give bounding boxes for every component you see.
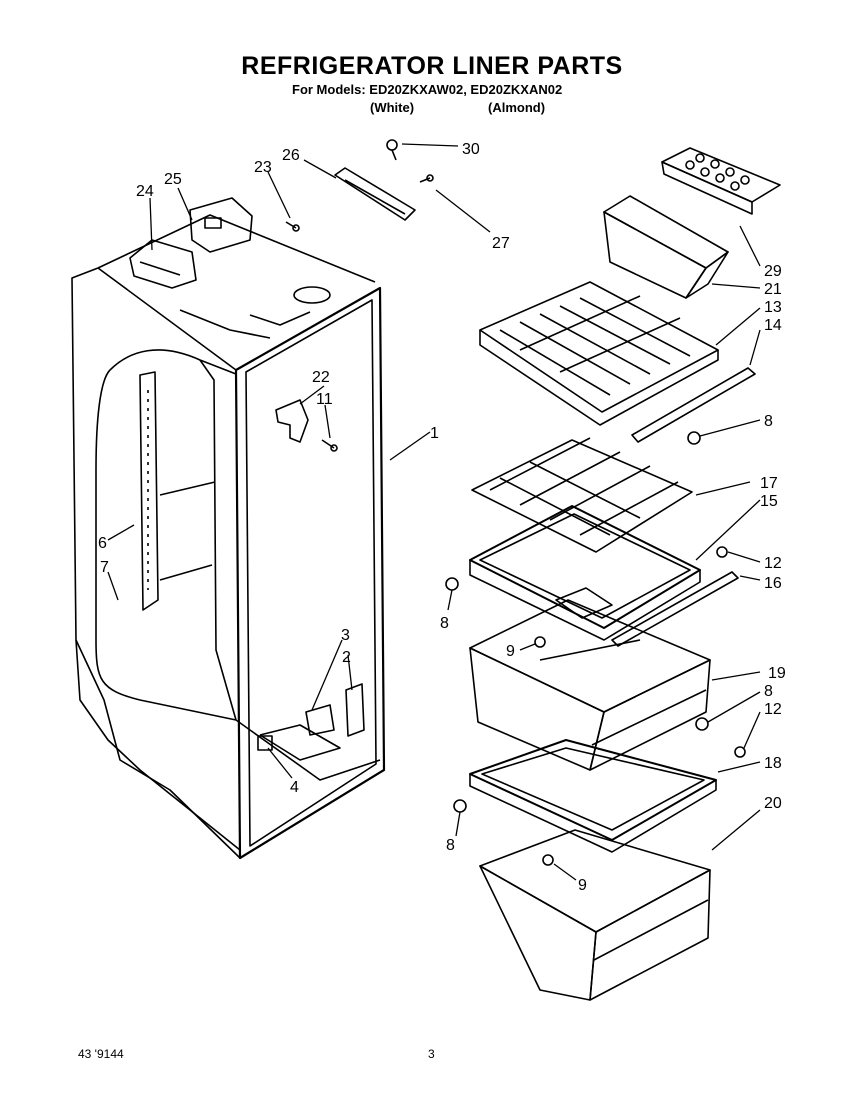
trim-16 — [611, 571, 739, 647]
callout-11: 11 — [316, 391, 333, 408]
callout-8d: 8 — [446, 837, 455, 854]
crisper-20 — [479, 829, 711, 1001]
callout-26: 26 — [282, 147, 300, 164]
page-title: REFRIGERATOR LINER PARTS — [241, 52, 623, 80]
callout-20: 20 — [764, 795, 782, 812]
callout-9a: 9 — [506, 643, 515, 660]
callout-12b: 12 — [764, 701, 782, 718]
shelf-13 — [479, 281, 719, 426]
shelf-rail — [139, 371, 216, 611]
callout-15: 15 — [760, 493, 778, 510]
callout-7: 7 — [100, 559, 109, 576]
fastener-8c — [695, 717, 709, 731]
crisper-cover-15 — [469, 505, 701, 641]
clip-4 — [257, 735, 273, 751]
callout-12a: 12 — [764, 555, 782, 572]
callout-6: 6 — [98, 535, 107, 552]
callout-14: 14 — [764, 317, 782, 334]
callout-4: 4 — [290, 779, 299, 796]
clip-3 — [305, 704, 335, 736]
color-white-label: (White) — [370, 100, 415, 115]
bracket-22 — [275, 399, 309, 443]
callout-24: 24 — [136, 183, 154, 200]
callout-21: 21 — [764, 281, 782, 298]
hinge-26 — [334, 167, 416, 221]
fastener-12a — [716, 546, 728, 558]
callout-27: 27 — [492, 235, 510, 252]
callout-25: 25 — [164, 171, 182, 188]
models-line: For Models: ED20ZKXAW02, ED20ZKXAN02 — [292, 82, 563, 97]
crisper-19 — [469, 599, 711, 771]
fastener-9b — [542, 854, 554, 866]
leader-lines — [107, 143, 761, 881]
fastener-12b — [734, 746, 746, 758]
page-number: 3 — [428, 1047, 435, 1061]
callout-18: 18 — [764, 755, 782, 772]
screw-11 — [321, 439, 338, 452]
callout-13: 13 — [764, 299, 782, 316]
callout-9b: 9 — [578, 877, 587, 894]
callout-17: 17 — [760, 475, 778, 492]
trim-14 — [631, 367, 756, 443]
screw-27 — [419, 174, 434, 183]
callout-8b: 8 — [440, 615, 449, 632]
bracket-25 — [189, 197, 253, 253]
fastener-8b — [445, 577, 459, 591]
part-30 — [386, 139, 398, 161]
fastener-8a — [687, 431, 701, 445]
callout-labels: 1 2 3 4 6 7 8 8 8 8 9 9 11 12 12 13 14 1… — [98, 141, 786, 894]
ice-bin-21 — [603, 195, 729, 299]
callout-1: 1 — [430, 425, 439, 442]
callout-29: 29 — [764, 263, 782, 280]
document-number: 43 '9144 — [78, 1047, 124, 1061]
callout-19: 19 — [768, 665, 786, 682]
control-housing-24 — [129, 239, 197, 289]
shelf-17 — [471, 437, 693, 553]
callout-8c: 8 — [764, 683, 773, 700]
crisper-cover-18 — [469, 739, 717, 853]
color-almond-label: (Almond) — [488, 100, 546, 115]
clip-2 — [345, 683, 365, 737]
callout-23: 23 — [254, 159, 272, 176]
callout-22: 22 — [312, 369, 330, 386]
screw-23 — [285, 221, 300, 232]
liner-cabinet — [71, 214, 386, 860]
callout-30: 30 — [462, 141, 480, 158]
fastener-8d — [453, 799, 467, 813]
callout-8a: 8 — [764, 413, 773, 430]
ice-tray-29 — [661, 147, 781, 215]
callout-3: 3 — [341, 627, 350, 644]
callout-2: 2 — [342, 649, 351, 666]
callout-16: 16 — [764, 575, 782, 592]
fastener-9a — [534, 636, 546, 648]
